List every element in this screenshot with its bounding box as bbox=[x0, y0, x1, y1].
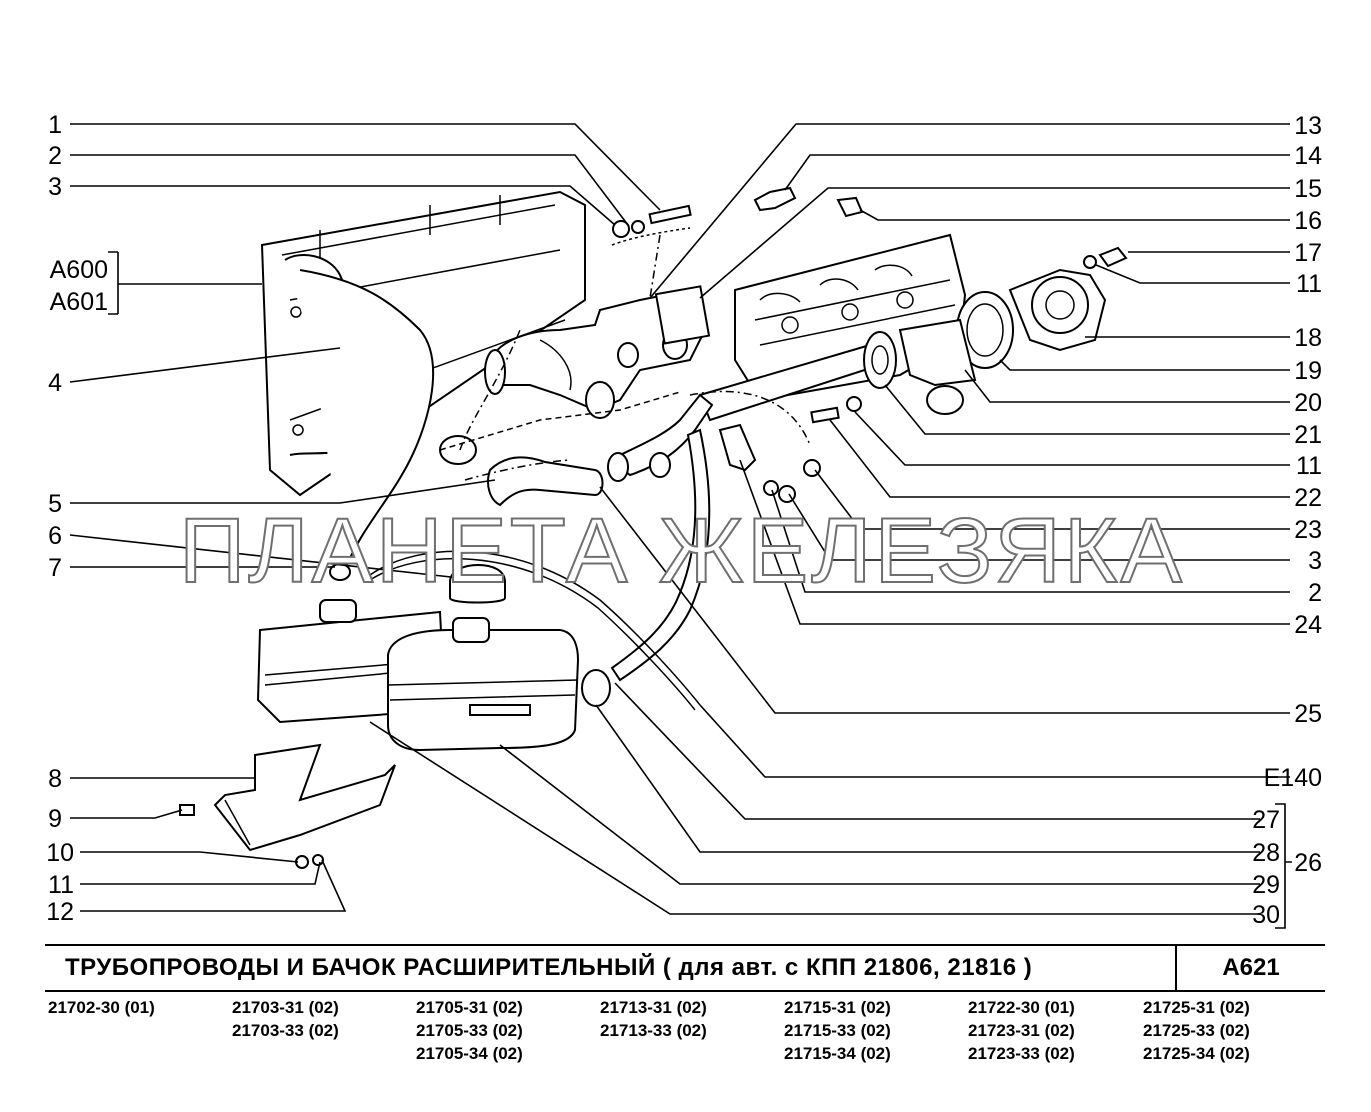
coolant-pipe bbox=[698, 318, 977, 422]
callouts-left: 1 2 3 А600 А601 4 5 6 7 8 9 10 11 12 bbox=[46, 111, 108, 926]
callout-26: 26 bbox=[1294, 849, 1322, 877]
callout-21: 21 bbox=[1294, 421, 1322, 449]
hose-bracket bbox=[718, 423, 796, 503]
model-code: 21715-31 (02) bbox=[784, 998, 891, 1017]
callout-3-right: 3 bbox=[1308, 547, 1322, 575]
model-code: 21715-33 (02) bbox=[784, 1021, 891, 1040]
model-code: 21702-30 (01) bbox=[48, 998, 155, 1017]
callout-14: 14 bbox=[1294, 142, 1322, 170]
model-code: 21705-33 (02) bbox=[416, 1021, 523, 1040]
feed-hose bbox=[610, 428, 711, 682]
callout-17: 17 bbox=[1294, 239, 1322, 267]
callout-e140: Е140 bbox=[1264, 764, 1322, 792]
callout-12: 12 bbox=[46, 898, 74, 926]
watermark: ПЛАНЕТА ЖЕЛЕЗЯКА bbox=[179, 500, 1185, 602]
callout-23: 23 bbox=[1294, 516, 1322, 544]
filler-cap bbox=[449, 563, 506, 604]
callout-a600: А600 bbox=[50, 256, 108, 284]
callout-29: 29 bbox=[1252, 871, 1280, 899]
model-column-6: 21722-30 (01) 21723-31 (02) 21723-33 (02… bbox=[968, 996, 1075, 1065]
model-code: 21705-31 (02) bbox=[416, 998, 523, 1017]
callout-13: 13 bbox=[1294, 112, 1322, 140]
diagram-code: А621 bbox=[1222, 954, 1280, 981]
assembly-lines bbox=[439, 234, 811, 481]
callout-2-right: 2 bbox=[1308, 579, 1322, 607]
model-code: 21723-31 (02) bbox=[968, 1021, 1075, 1040]
callout-19: 19 bbox=[1294, 357, 1322, 385]
callout-9: 9 bbox=[48, 805, 62, 833]
callout-2: 2 bbox=[48, 142, 62, 170]
model-code: 21703-33 (02) bbox=[232, 1021, 339, 1040]
thermostat-housing bbox=[484, 285, 711, 419]
callout-8: 8 bbox=[48, 765, 62, 793]
callout-18: 18 bbox=[1294, 324, 1322, 352]
model-code: 21725-33 (02) bbox=[1143, 1021, 1250, 1040]
leader-lines-left bbox=[69, 123, 661, 912]
callouts-right: 13 14 15 16 17 11 18 19 20 21 11 22 23 3… bbox=[1252, 112, 1322, 929]
callout-11: 11 bbox=[48, 871, 74, 899]
callout-11-mid: 11 bbox=[1296, 452, 1322, 480]
parts-diagram: ПЛАНЕТА ЖЕЛЕЗЯКА 1 2 3 А600 А601 4 5 6 7… bbox=[46, 111, 1322, 929]
callout-6: 6 bbox=[48, 522, 62, 550]
callout-16: 16 bbox=[1294, 207, 1322, 235]
title-bar: ТРУБОПРОВОДЫ И БАЧОК РАСШИРИТЕЛЬНЫЙ ( дл… bbox=[45, 944, 1325, 992]
callout-24: 24 bbox=[1294, 611, 1322, 639]
lower-hose bbox=[487, 456, 604, 507]
expansion-tank-front bbox=[387, 617, 580, 752]
model-code: 21723-33 (02) bbox=[968, 1044, 1075, 1063]
callout-27: 27 bbox=[1252, 806, 1280, 834]
callout-1: 1 bbox=[48, 111, 62, 139]
callout-25: 25 bbox=[1294, 700, 1322, 728]
bolt-washer bbox=[803, 396, 862, 477]
model-column-3: 21705-31 (02) 21705-33 (02) 21705-34 (02… bbox=[416, 996, 523, 1065]
hose-clamps bbox=[329, 435, 611, 707]
small-fittings bbox=[753, 186, 1128, 269]
model-code: 21725-34 (02) bbox=[1143, 1044, 1250, 1063]
model-code: 21703-31 (02) bbox=[232, 998, 339, 1017]
model-code: 21725-31 (02) bbox=[1143, 998, 1250, 1017]
water-pump bbox=[956, 268, 1107, 369]
callout-7: 7 bbox=[48, 554, 62, 582]
callout-4: 4 bbox=[48, 369, 62, 397]
model-code: 21705-34 (02) bbox=[416, 1044, 523, 1063]
model-column-7: 21725-31 (02) 21725-33 (02) 21725-34 (02… bbox=[1143, 996, 1250, 1065]
callout-30: 30 bbox=[1252, 901, 1280, 929]
model-column-4: 21713-31 (02) 21713-33 (02) bbox=[600, 996, 707, 1042]
model-code: 21715-34 (02) bbox=[784, 1044, 891, 1063]
stud-nut-washer bbox=[611, 204, 692, 246]
callout-28: 28 bbox=[1252, 839, 1280, 867]
callout-11-upper: 11 bbox=[1296, 270, 1322, 298]
tank-bracket bbox=[213, 743, 396, 852]
callout-20: 20 bbox=[1294, 389, 1322, 417]
leader-lines-right bbox=[369, 123, 1292, 929]
model-column-5: 21715-31 (02) 21715-33 (02) 21715-34 (02… bbox=[784, 996, 891, 1065]
callout-10: 10 bbox=[46, 839, 74, 867]
title-code-box: А621 bbox=[1175, 946, 1325, 990]
thin-hose bbox=[299, 269, 435, 571]
callout-a601: А601 bbox=[50, 288, 108, 316]
model-column-2: 21703-31 (02) 21703-33 (02) bbox=[232, 996, 339, 1042]
callout-22: 22 bbox=[1294, 484, 1322, 512]
model-column-1: 21702-30 (01) bbox=[48, 996, 155, 1019]
callout-5: 5 bbox=[48, 490, 62, 518]
bracket-fasteners bbox=[179, 804, 324, 869]
model-code: 21722-30 (01) bbox=[968, 998, 1075, 1017]
diagram-title: ТРУБОПРОВОДЫ И БАЧОК РАСШИРИТЕЛЬНЫЙ ( дл… bbox=[65, 954, 1033, 981]
model-code: 21713-33 (02) bbox=[600, 1021, 707, 1040]
model-code: 21713-31 (02) bbox=[600, 998, 707, 1017]
callout-15: 15 bbox=[1294, 175, 1322, 203]
callout-3: 3 bbox=[48, 173, 62, 201]
overflow-tube bbox=[369, 550, 701, 706]
